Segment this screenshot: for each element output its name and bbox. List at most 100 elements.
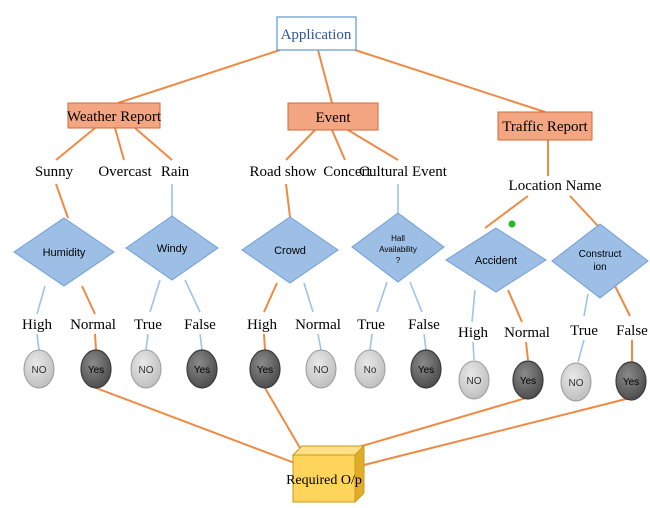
edge-crowd-normal	[303, 282, 314, 313]
edge-root-event	[317, 49, 333, 104]
outcome-construct-true: NO	[569, 378, 584, 389]
decision-accident-label: Accident	[475, 255, 517, 267]
edge-accident-high	[471, 289, 476, 323]
outcome-humidity-high: NO	[32, 365, 47, 376]
edge-an-yes	[525, 341, 529, 361]
category-event-label: Event	[316, 110, 352, 126]
edge-location-construct	[569, 195, 599, 227]
edge-crowd-high	[263, 282, 278, 313]
decision-hall-availability: Hall Availability ?	[351, 212, 445, 283]
category-weather-label: Weather Report	[67, 109, 162, 125]
branch-accident-high: High	[458, 325, 489, 341]
attr-rain: Rain	[161, 164, 190, 180]
category-traffic-report: Traffic Report	[497, 111, 593, 141]
attr-overcast: Overcast	[98, 164, 152, 180]
branch-crowd-normal: Normal	[295, 317, 341, 333]
branch-construct-true: True	[570, 323, 598, 339]
edge-hh-no	[36, 333, 40, 351]
edge-weather-overcast	[114, 127, 125, 161]
outcome-accident-high: NO	[467, 376, 482, 387]
edge-ht-no	[369, 333, 373, 351]
edge-hn-yes	[94, 333, 97, 351]
branch-humidity-high: High	[22, 317, 53, 333]
decision-construction-label-1: Construct	[579, 249, 622, 260]
attr-concert: Concert	[323, 164, 371, 180]
edge-accident-normal	[507, 289, 523, 323]
branch-accident-normal: Normal	[504, 325, 550, 341]
branch-windy-false: False	[184, 317, 216, 333]
edge-wf-yes	[199, 333, 203, 351]
outcome-hall-true: No	[364, 365, 377, 376]
edge-yes1-result	[95, 387, 301, 466]
outcome-construct-false: Yes	[623, 377, 639, 388]
edge-event-roadshow	[285, 129, 316, 161]
branch-windy-true: True	[134, 317, 162, 333]
decision-construction-label-2: ion	[593, 262, 606, 273]
outcome-yes: Yes	[249, 349, 281, 389]
outcome-no: No	[354, 349, 386, 389]
decision-humidity-label: Humidity	[43, 247, 86, 259]
decision-hall-label-3: ?	[396, 256, 401, 265]
edge-humidity-normal	[81, 285, 96, 315]
edge-hf-yes	[423, 333, 427, 351]
edge-location-accident	[484, 195, 529, 229]
edge-wt-no	[145, 333, 149, 351]
edge-construct-false	[614, 285, 631, 317]
decision-accident: Accident	[445, 227, 547, 293]
edge-windy-false	[184, 279, 201, 313]
outcome-humidity-normal: Yes	[88, 365, 104, 376]
edge-ch-yes	[263, 333, 266, 351]
outcome-no: NO	[23, 349, 55, 389]
edge-yes6-result	[359, 397, 631, 467]
edge-ah-no	[472, 341, 475, 361]
outcome-yes: Yes	[80, 349, 112, 389]
edge-event-cultural	[347, 129, 399, 161]
outcome-yes: Yes	[410, 349, 442, 389]
outcome-no: NO	[305, 349, 337, 389]
edge-weather-rain	[134, 127, 173, 161]
result-label: Required O/p	[286, 473, 362, 488]
decision-hall-label-2: Availability	[379, 245, 417, 254]
outcome-crowd-normal: NO	[314, 365, 329, 376]
attr-location-name: Location Name	[509, 178, 602, 194]
decision-crowd-label: Crowd	[274, 245, 306, 257]
category-traffic-label: Traffic Report	[502, 119, 588, 135]
edge-humidity-high	[36, 285, 46, 315]
outcome-no: NO	[458, 360, 490, 400]
root-node: Application	[276, 16, 357, 51]
edge-hall-false	[409, 281, 423, 313]
edge-cn-no	[317, 333, 322, 351]
branch-hall-false: False	[408, 317, 440, 333]
attr-cultural-event: Cultural Event	[359, 164, 448, 180]
outcome-yes: Yes	[512, 360, 544, 400]
edge-roadshow-crowd	[285, 183, 291, 218]
root-label: Application	[281, 27, 352, 43]
edge-event-concert	[331, 129, 346, 161]
outcome-yes: Yes	[615, 361, 647, 401]
attr-road-show: Road show	[249, 164, 316, 180]
outcome-no: NO	[130, 349, 162, 389]
decision-construction: Construct ion	[551, 223, 649, 299]
outcome-accident-normal: Yes	[520, 376, 536, 387]
outcome-crowd-high: Yes	[257, 365, 273, 376]
decision-windy-label: Windy	[157, 243, 188, 255]
edge-ct-no	[577, 339, 585, 363]
result-box: Required O/p	[286, 444, 366, 504]
category-event: Event	[287, 102, 379, 131]
outcome-windy-false: Yes	[194, 365, 210, 376]
outcome-windy-true: NO	[139, 365, 154, 376]
branch-humidity-normal: Normal	[70, 317, 116, 333]
outcome-hall-false: Yes	[418, 365, 434, 376]
decision-hall-label-1: Hall	[391, 234, 405, 243]
edge-yes3-result	[264, 387, 301, 449]
edges	[36, 49, 633, 467]
attr-sunny: Sunny	[35, 164, 74, 180]
outcome-yes: Yes	[186, 349, 218, 389]
edge-hall-true	[376, 281, 388, 313]
edge-sunny-humidity	[55, 183, 69, 219]
edge-weather-sunny	[55, 127, 96, 161]
junction-dot	[508, 220, 516, 228]
branch-hall-true: True	[357, 317, 385, 333]
edge-root-weather	[117, 49, 281, 104]
